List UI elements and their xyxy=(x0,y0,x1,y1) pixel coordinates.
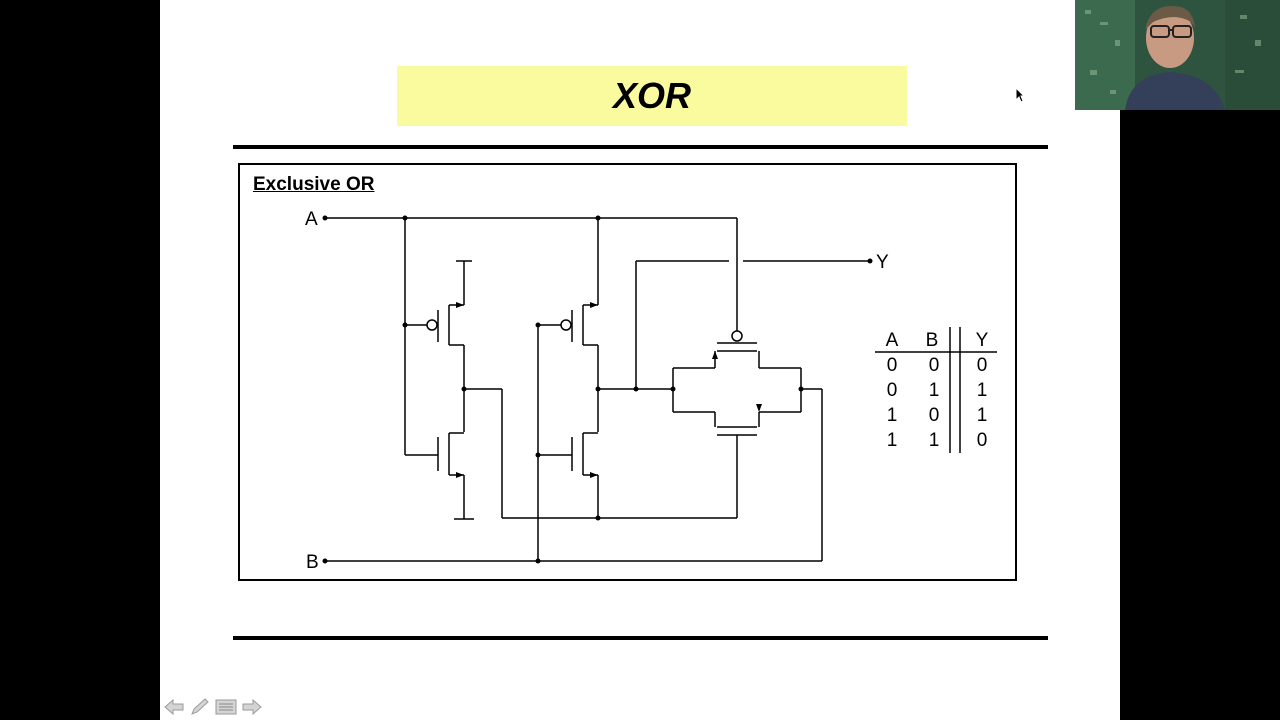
mouse-cursor xyxy=(1015,86,1026,108)
truth-table-cell: 0 xyxy=(977,355,988,376)
divider-bottom xyxy=(233,636,1048,640)
truth-table-cell: 0 xyxy=(929,355,940,376)
truth-table-cell: 1 xyxy=(929,430,940,451)
truth-table-cell: 1 xyxy=(977,405,988,426)
truth-table-header: B xyxy=(926,330,939,351)
truth-table-header: Y xyxy=(976,330,989,351)
truth-table-cell: 1 xyxy=(929,380,940,401)
webcam-video xyxy=(1075,0,1280,110)
diagram-heading: Exclusive OR xyxy=(253,174,375,195)
circuit-diagram-panel: A B Y A B Y 0 0 0 0 1 1 1 0 1 1 1 0 xyxy=(238,163,1017,581)
slide-title: XOR xyxy=(612,75,691,116)
truth-table-cell: 0 xyxy=(977,430,988,451)
truth-table-cell: 0 xyxy=(929,405,940,426)
xor-circuit-diagram: A B Y A B Y 0 0 0 0 1 1 1 0 1 1 1 0 xyxy=(305,209,997,573)
divider-top xyxy=(233,145,1048,149)
truth-table-cell: 1 xyxy=(977,380,988,401)
input-a-label: A xyxy=(305,209,318,230)
output-y-label: Y xyxy=(876,252,889,273)
slideshow-controls xyxy=(163,697,263,717)
truth-table-cell: 1 xyxy=(887,430,898,451)
slide: XOR xyxy=(160,0,1120,720)
truth-table-cell: 0 xyxy=(887,355,898,376)
pen-icon[interactable] xyxy=(189,697,211,717)
arrow-left-icon[interactable] xyxy=(163,697,185,717)
truth-table-header: A xyxy=(886,330,899,351)
truth-table: A B Y 0 0 0 0 1 1 1 0 1 1 1 0 xyxy=(886,330,989,451)
truth-table-cell: 1 xyxy=(887,405,898,426)
truth-table-cell: 0 xyxy=(887,380,898,401)
arrow-right-icon[interactable] xyxy=(241,697,263,717)
menu-icon[interactable] xyxy=(215,697,237,717)
input-b-label: B xyxy=(306,552,319,573)
slide-title-bar: XOR xyxy=(397,66,907,126)
